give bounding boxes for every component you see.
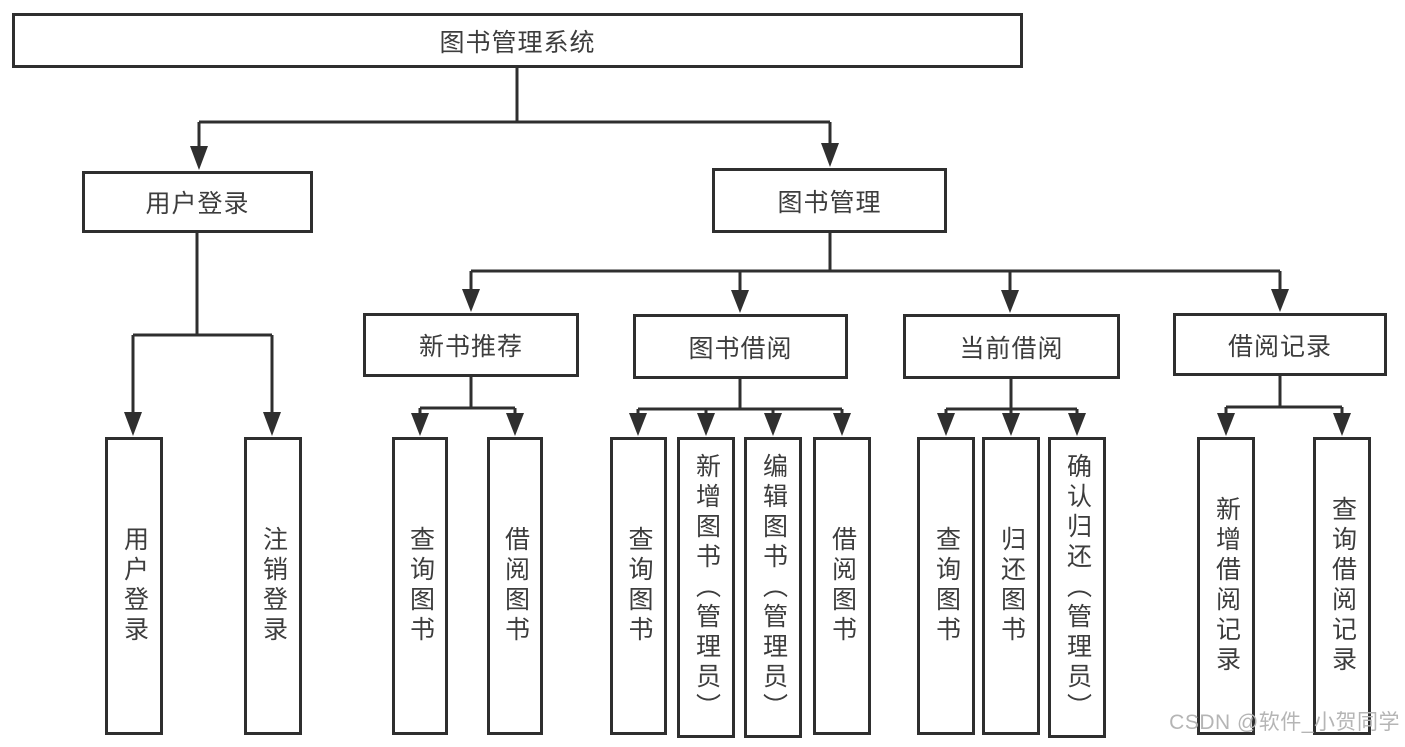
node-label: 图书管理系统	[439, 28, 596, 57]
leaf-label: 归还图书	[997, 526, 1026, 646]
leaf-add-borrow-record: 新增借阅记录	[1197, 437, 1255, 735]
node-label: 当前借阅	[959, 334, 1064, 363]
leaf-confirm-return-admin: 确认归还（管理员）	[1048, 437, 1106, 738]
node-current-borrowing: 当前借阅	[903, 314, 1120, 379]
leaf-label: 新增借阅记录	[1212, 496, 1241, 676]
arrowheads	[124, 143, 1351, 436]
node-user-login: 用户登录	[82, 171, 313, 233]
node-borrowing-records: 借阅记录	[1173, 313, 1387, 376]
leaf-label: 查询图书	[406, 526, 435, 646]
leaf-label: 查询图书	[932, 526, 961, 646]
leaf-label: 查询图书	[625, 526, 653, 646]
leaf-label: 借阅图书	[501, 526, 530, 646]
leaf-label: 确认归还（管理员）	[1063, 452, 1092, 723]
node-label: 图书借阅	[688, 334, 793, 363]
leaf-logout: 注销登录	[244, 437, 302, 735]
leaf-label: 用户登录	[120, 526, 149, 646]
leaf-query-books-current: 查询图书	[917, 437, 975, 735]
leaf-user-login: 用户登录	[105, 437, 163, 735]
node-library-system: 图书管理系统	[12, 13, 1023, 68]
csdn-watermark: CSDN @软件_小贺同学	[1169, 711, 1400, 734]
leaf-label: 新增图书（管理员）	[692, 452, 721, 723]
leaf-query-borrow-record: 查询借阅记录	[1313, 437, 1371, 735]
leaf-borrow-books-recommend: 借阅图书	[487, 437, 543, 735]
leaf-borrow-books: 借阅图书	[813, 437, 871, 735]
leaf-label: 注销登录	[259, 526, 288, 646]
leaf-add-books-admin: 新增图书（管理员）	[677, 437, 735, 738]
node-label: 新书推荐	[418, 333, 523, 361]
node-label: 图书管理	[777, 188, 882, 217]
leaf-query-books-borrowing: 查询图书	[610, 437, 667, 735]
leaf-label: 查询借阅记录	[1328, 496, 1357, 676]
leaf-label: 编辑图书（管理员）	[759, 452, 788, 723]
leaf-query-books-recommend: 查询图书	[392, 437, 448, 735]
leaf-return-books: 归还图书	[982, 437, 1040, 735]
node-book-borrowing: 图书借阅	[633, 314, 848, 379]
node-label: 用户登录	[145, 190, 250, 218]
node-new-book-recommendation: 新书推荐	[363, 313, 579, 377]
node-label: 借阅记录	[1227, 332, 1332, 361]
leaf-label: 借阅图书	[828, 526, 857, 646]
leaf-edit-books-admin: 编辑图书（管理员）	[744, 437, 802, 738]
node-book-management: 图书管理	[712, 168, 947, 233]
